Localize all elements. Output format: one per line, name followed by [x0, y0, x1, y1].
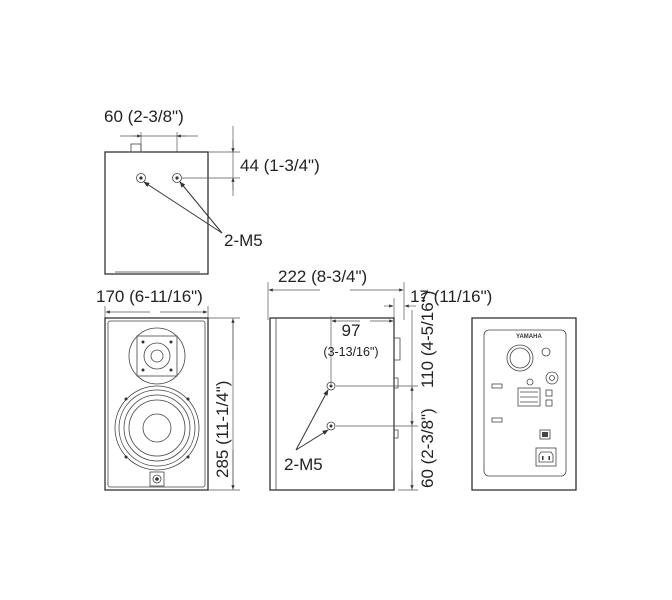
- side-hole-callout: 2-M5: [284, 455, 323, 474]
- top-hole-left: [136, 173, 146, 183]
- rear-logo: YAMAHA: [516, 334, 542, 340]
- side-view-outline: [269, 317, 395, 491]
- top-hole-right: [172, 173, 182, 183]
- side-hole-depth-mm: 97: [342, 321, 361, 340]
- tweeter: [128, 327, 186, 385]
- bass-port: [506, 344, 534, 372]
- side-depth-label: 222 (8-3/4"): [278, 267, 367, 286]
- power-switch: [539, 429, 551, 440]
- woofer: [114, 385, 200, 471]
- top-hole-offset-label: 44 (1-3/4"): [240, 156, 320, 175]
- side-hole-height-label: 110 (4-5/16"): [418, 291, 437, 388]
- top-hole-spacing-label: 60 (2-3/8"): [104, 107, 184, 126]
- power-inlet: [535, 447, 557, 467]
- rear-view-outline: [471, 317, 577, 491]
- side-hole-upper: [326, 381, 336, 391]
- front-view-outline: [104, 317, 209, 491]
- top-view: 60 (2-3/8") 44 (1-3/4") 2-M5: [104, 107, 320, 275]
- front-width-label: 170 (6-11/16"): [96, 287, 203, 306]
- side-hole-spacing-label: 60 (2-3/8"): [418, 408, 437, 488]
- rear-view: YAMAHA: [471, 317, 577, 491]
- top-view-outline: [104, 151, 209, 275]
- side-view: 222 (8-3/4") 17 (11/16") 97 (3-13/16"): [267, 267, 492, 491]
- front-view: 170 (6-11/16"): [96, 287, 240, 491]
- xlr-input: [545, 371, 559, 385]
- side-rear-protrusion-label: 17 (11/16"): [410, 287, 492, 306]
- volume-knob: [541, 347, 551, 357]
- side-hole-lower: [326, 421, 336, 431]
- front-height-label: 285 (11-1/4"): [213, 381, 232, 478]
- side-hole-depth-in: (3-13/16"): [323, 345, 378, 359]
- power-indicator: [149, 471, 165, 487]
- top-hole-callout: 2-M5: [224, 231, 263, 250]
